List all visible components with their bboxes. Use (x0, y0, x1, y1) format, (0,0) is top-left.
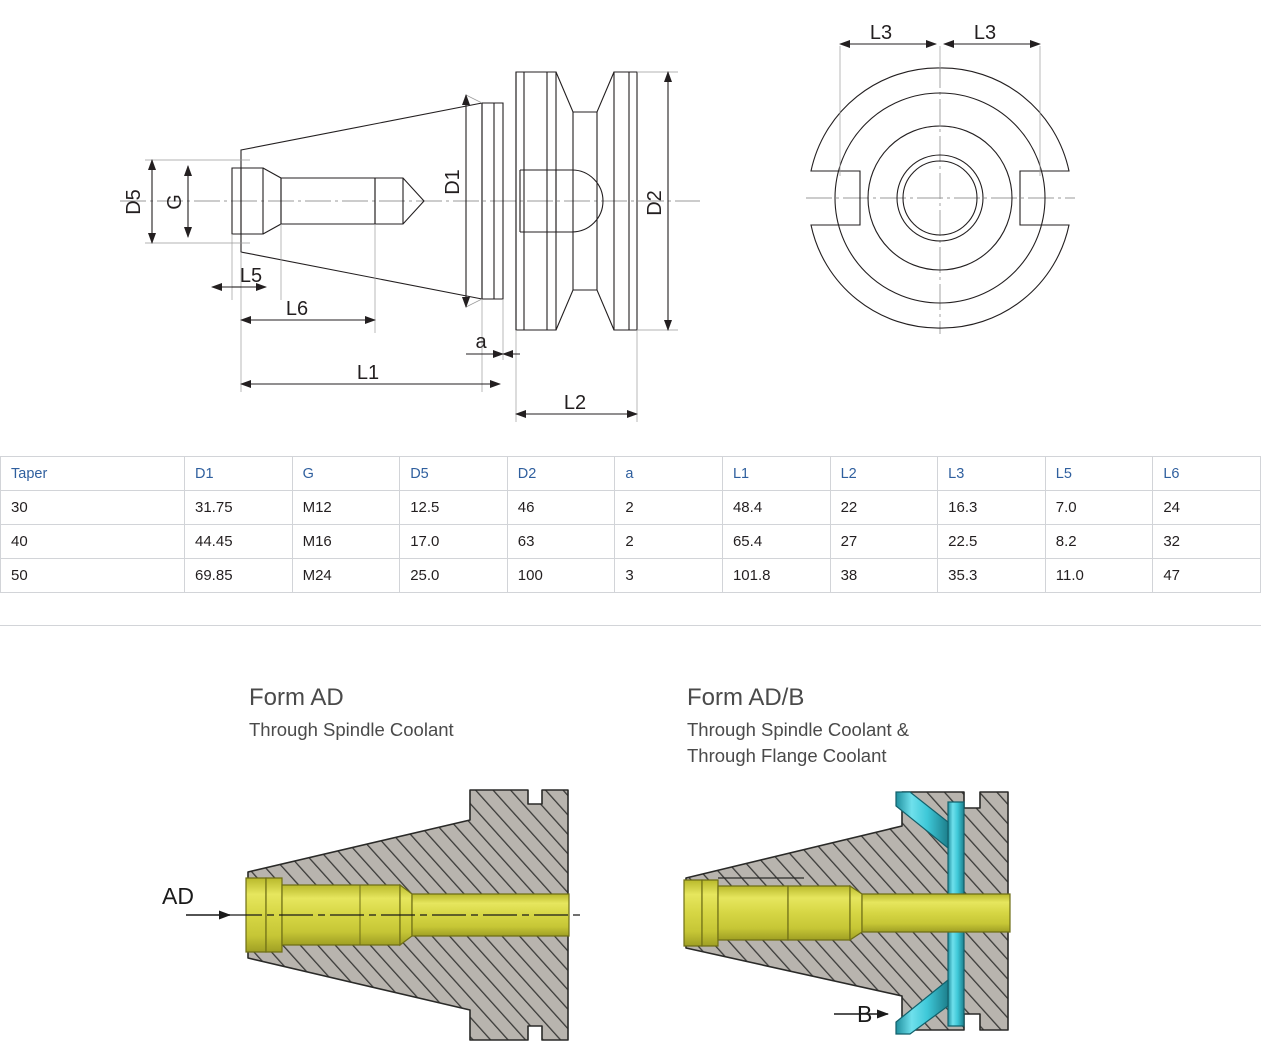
cell-l6: 24 (1152, 490, 1261, 525)
col-header-l3: L3 (937, 456, 1046, 491)
flange-circle-2 (834, 92, 1046, 304)
col-header-taper: Taper (0, 456, 185, 491)
col-header-g: G (291, 456, 401, 491)
cell-d1: 44.45 (184, 524, 293, 559)
cell-l1: 101.8 (721, 558, 831, 593)
cell-taper: 40 (0, 524, 185, 559)
dim-label-D2: D2 (644, 190, 666, 216)
form-adb-text-block: Form AD/B Through Spindle Coolant & Thro… (687, 684, 1157, 770)
cell-taper: 50 (0, 558, 185, 593)
flange-circle-4 (896, 154, 984, 242)
cell-g: M16 (291, 524, 401, 559)
col-header-l2: L2 (829, 456, 939, 491)
dim-label-L2: L2 (564, 392, 586, 414)
cell-d2: 63 (506, 524, 616, 559)
cell-l5: 8.2 (1044, 524, 1154, 559)
flange-v-groove-top (555, 71, 615, 113)
dim-label-L3-right: L3 (974, 22, 996, 44)
cell-g: M12 (291, 490, 401, 525)
dim-label-L1: L1 (357, 362, 379, 384)
table-row: 40 44.45 M16 17.0 63 2 65.4 27 22.5 8.2 … (0, 524, 1261, 559)
dim-label-D1: D1 (442, 169, 464, 195)
cell-l2: 27 (829, 524, 939, 559)
cell-l5: 7.0 (1044, 490, 1154, 525)
cell-l2: 22 (829, 490, 939, 525)
cell-l3: 22.5 (937, 524, 1046, 559)
flange-bore-circle (902, 160, 978, 236)
cell-g: M24 (291, 558, 401, 593)
form-ad-section-figure: AD (162, 782, 590, 1047)
dim-label-L3-left: L3 (870, 22, 892, 44)
flange-v-groove-bottom (555, 289, 615, 331)
cell-d5: 25.0 (399, 558, 508, 593)
table-row: 30 31.75 M12 12.5 46 2 48.4 22 16.3 7.0 … (0, 490, 1261, 525)
dim-label-L5: L5 (240, 265, 262, 287)
taper-collar (482, 102, 504, 300)
adb-coolant-channel (683, 877, 1011, 947)
col-header-d5: D5 (399, 456, 508, 491)
section-divider (0, 625, 1261, 626)
cell-d1: 31.75 (184, 490, 293, 525)
cell-l1: 65.4 (721, 524, 831, 559)
col-header-l6: L6 (1152, 456, 1261, 491)
end-view-flange (806, 40, 1075, 334)
flange-outer-profile (810, 67, 1070, 329)
col-header-a: a (614, 456, 723, 491)
col-header-l1: L1 (721, 456, 831, 491)
form-ad-text-block: Form AD Through Spindle Coolant (249, 684, 679, 743)
col-header-l5: L5 (1044, 456, 1154, 491)
spec-table-container: Taper D1 G D5 D2 a L1 L2 L3 L5 L6 30 31.… (0, 456, 1261, 593)
cell-d5: 17.0 (399, 524, 508, 559)
cell-l3: 35.3 (937, 558, 1046, 593)
cell-a: 2 (614, 524, 723, 559)
ad-callout-label: AD (162, 883, 194, 909)
table-header-row: Taper D1 G D5 D2 a L1 L2 L3 L5 L6 (0, 456, 1261, 491)
dim-label-a: a (475, 331, 487, 353)
flange-drive-slot (520, 169, 604, 233)
cell-a: 3 (614, 558, 723, 593)
technical-drawing: D5 G D1 D2 a L1 L2 L5 L6 L3 L3 (0, 0, 1261, 450)
cell-l5: 11.0 (1044, 558, 1154, 593)
cell-l2: 38 (829, 558, 939, 593)
col-header-d2: D2 (506, 456, 616, 491)
form-ad-title: Form AD (249, 684, 344, 711)
col-header-d1: D1 (184, 456, 293, 491)
dim-label-G: G (164, 194, 186, 210)
cell-l6: 47 (1152, 558, 1261, 593)
cell-a: 2 (614, 490, 723, 525)
dim-label-L6: L6 (286, 298, 308, 320)
adb-callout-label: B (857, 1001, 873, 1027)
pull-stud-tip (375, 177, 425, 225)
cell-l1: 48.4 (721, 490, 831, 525)
cell-l6: 32 (1152, 524, 1261, 559)
form-adb-subtitle-line-1: Through Spindle Coolant & (687, 718, 910, 740)
cell-taper: 30 (0, 490, 185, 525)
flange-circle-3 (867, 125, 1013, 271)
form-adb-title: Form AD/B (687, 684, 805, 711)
spec-table: Taper D1 G D5 D2 a L1 L2 L3 L5 L6 30 31.… (0, 456, 1261, 593)
cell-d2: 46 (506, 490, 616, 525)
dim-label-D5: D5 (123, 189, 145, 215)
cell-d1: 69.85 (184, 558, 293, 593)
form-adb-section-figure: B (672, 782, 1102, 1052)
form-ad-subtitle-line-1: Through Spindle Coolant (249, 718, 454, 740)
form-adb-subtitle-line-2: Through Flange Coolant (687, 745, 887, 767)
cell-d5: 12.5 (399, 490, 508, 525)
cell-d2: 100 (506, 558, 616, 593)
cell-l3: 16.3 (937, 490, 1046, 525)
table-row: 50 69.85 M24 25.0 100 3 101.8 38 35.3 11… (0, 558, 1261, 593)
